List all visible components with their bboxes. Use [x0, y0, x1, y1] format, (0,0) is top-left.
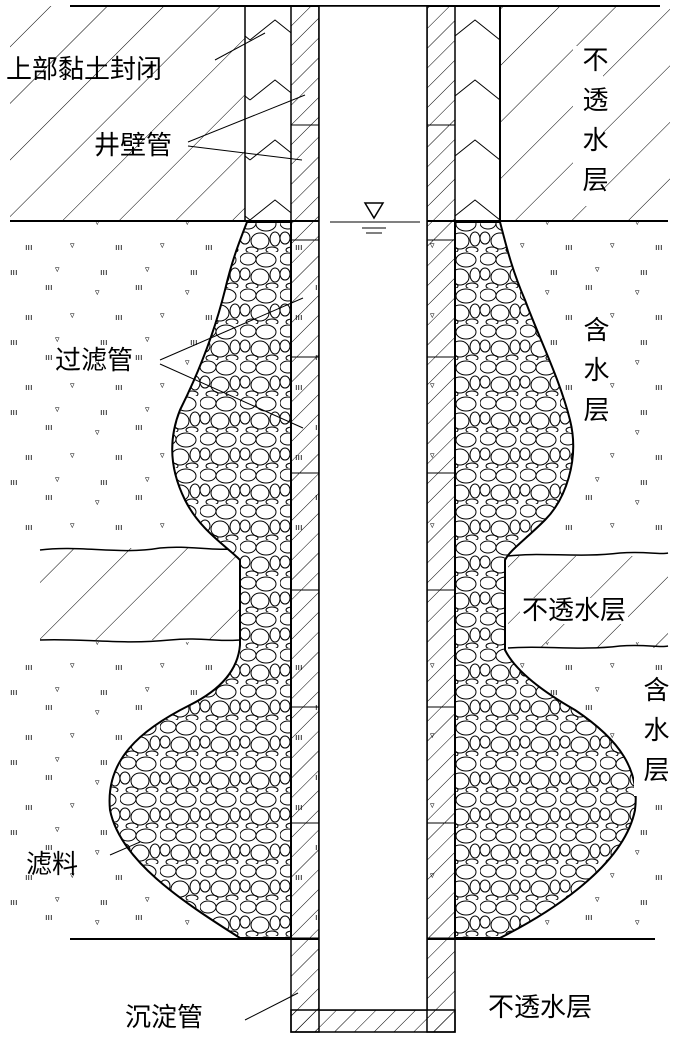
aquifer-upper-text: 含水层 — [579, 316, 609, 436]
clay-seal — [244, 5, 501, 222]
filter-pipe-label: 过滤管 — [55, 346, 134, 376]
aquifer-lower-label: 含水层 — [634, 676, 669, 796]
impermeable-middle-label: 不透水层 — [520, 596, 629, 626]
water-level-icon — [330, 202, 420, 234]
well-casing — [290, 5, 456, 1033]
filter-gravel-pack — [108, 221, 637, 939]
impermeable-top-label: 不透水层 — [573, 46, 608, 206]
impermeable-bottom-label: 不透水层 — [488, 993, 593, 1023]
aquifer-upper-label: 含水层 — [574, 316, 609, 436]
leader-lines — [109, 32, 306, 1021]
filter-material-label: 滤料 — [26, 850, 79, 880]
wall-pipe-label: 井壁管 — [94, 131, 173, 161]
top-clay-seal-label: 上部黏土封闭 — [6, 55, 163, 85]
impermeable-top-text: 不透水层 — [578, 46, 608, 206]
settling-pipe-label: 沉淀管 — [125, 1003, 204, 1033]
aquifer-lower-text: 含水层 — [639, 676, 669, 796]
